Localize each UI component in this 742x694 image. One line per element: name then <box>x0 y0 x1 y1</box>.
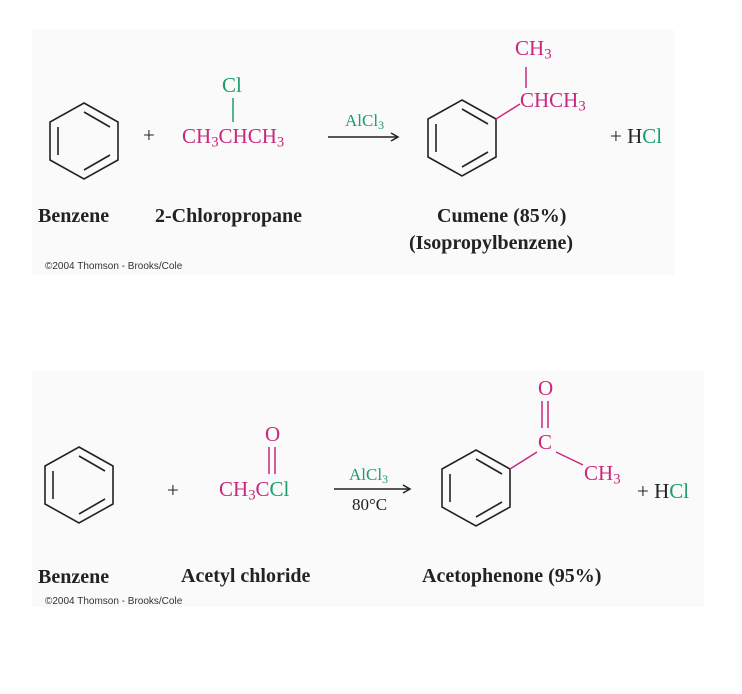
byproduct-hcl-1: + HCl <box>610 124 663 148</box>
benzene-ring-2 <box>44 446 114 524</box>
plus-sign-1: + <box>143 123 155 147</box>
benzene-ring-1 <box>49 102 119 180</box>
label-cumene: Cumene (85%) <box>437 205 567 227</box>
cumene-methyl: CH3 <box>515 36 552 63</box>
chlorine-substituent: Cl <box>222 73 242 97</box>
acetyl-oxygen: O <box>265 422 281 446</box>
acetophenone-carbonyl-carbon: C <box>538 430 553 454</box>
label-benzene-2: Benzene <box>38 566 110 588</box>
acetophenone-methyl: CH3 <box>584 461 621 488</box>
byproduct-hcl-2: + HCl <box>637 479 690 503</box>
acetophenone-oxygen: O <box>538 376 554 400</box>
label-acetophenone: Acetophenone (95%) <box>422 565 602 587</box>
label-2-chloropropane: 2-Chloropropane <box>155 205 303 227</box>
reagent-formula-1: CH3CHCH3 <box>182 124 285 151</box>
cumene-isopropyl: CHCH3 <box>520 88 586 115</box>
condition-temperature: 80°C <box>352 495 388 514</box>
plus-sign-2: + <box>167 478 179 502</box>
label-isopropylbenzene: (Isopropylbenzene) <box>409 232 574 254</box>
acetyl-formula: CH3CCl <box>219 477 290 504</box>
copyright-1: ©2004 Thomson - Brooks/Cole <box>45 261 183 272</box>
catalyst-label-1: AlCl3 <box>345 111 385 132</box>
copyright-2: ©2004 Thomson - Brooks/Cole <box>45 596 183 607</box>
reaction-panel-1 <box>32 30 674 275</box>
label-acetyl-chloride: Acetyl chloride <box>181 565 311 587</box>
catalyst-label-2: AlCl3 <box>349 465 389 486</box>
label-benzene-1: Benzene <box>38 205 110 227</box>
